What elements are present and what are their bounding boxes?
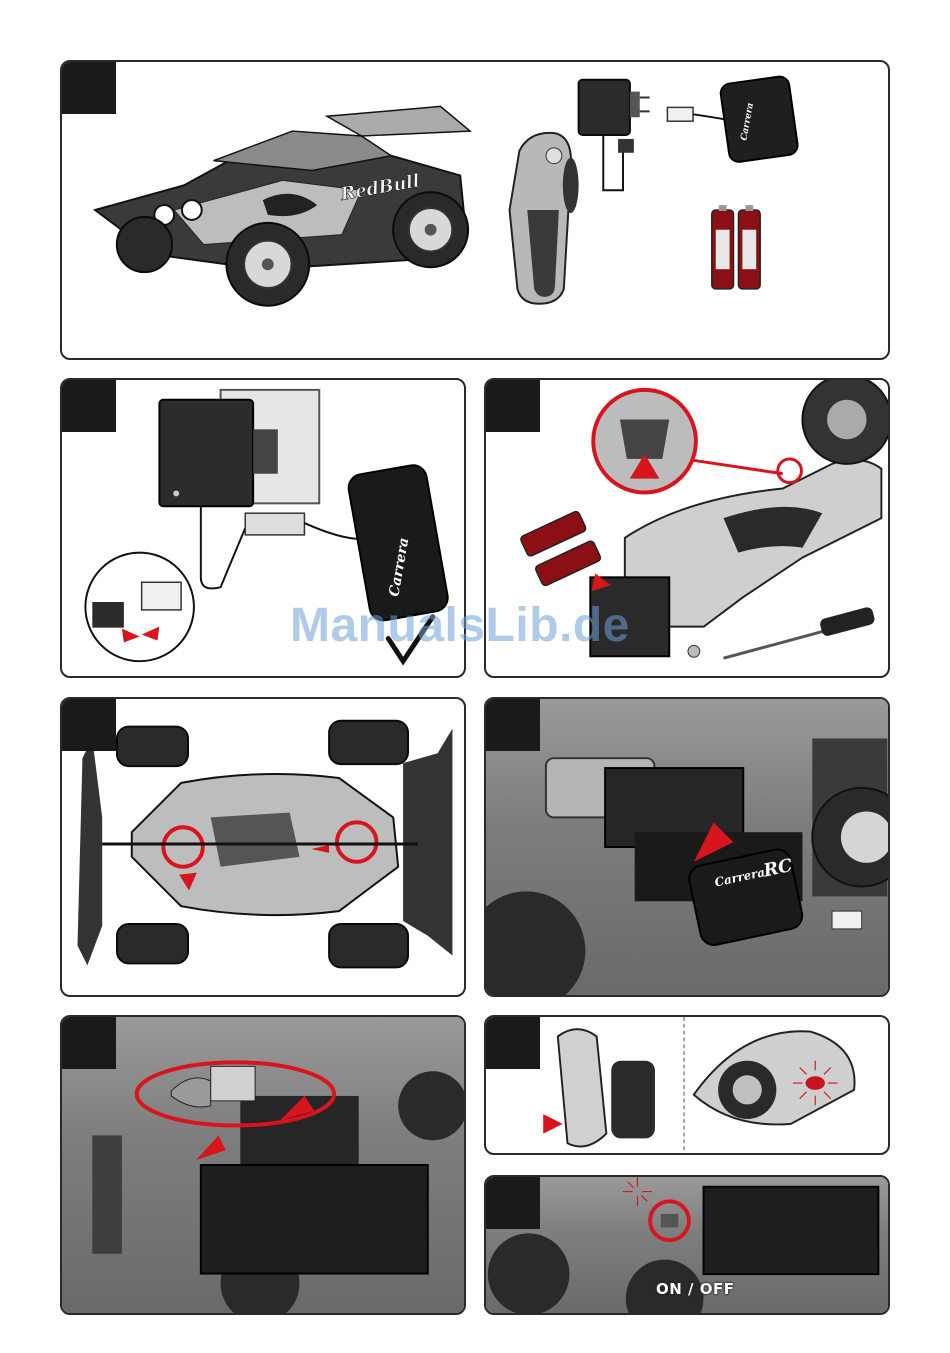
car-top-illustration [62, 699, 464, 995]
screwdriver-image [724, 632, 823, 659]
battery-pack-image: Carrera [667, 75, 798, 163]
led-glow-icon [806, 1076, 825, 1090]
charger-plug-image [245, 513, 304, 535]
step-number-tab [484, 378, 540, 432]
contents-illustration: RedBull [62, 62, 888, 358]
panel-step-1-contents: RedBull [60, 60, 890, 360]
panel-step-5-insert-battery: Carrera RC [484, 697, 890, 997]
aa-batteries-image [712, 205, 760, 289]
step-number-tab [60, 60, 116, 114]
step-number-tab [484, 1015, 540, 1069]
remote-front-image [694, 1031, 855, 1124]
led-rays-icon [623, 1177, 652, 1206]
step-number-tab [484, 697, 540, 751]
charger-image [579, 80, 650, 191]
watermark-text: ManualsLib.de [290, 598, 630, 653]
arrow-right-icon [543, 1114, 562, 1133]
step-number-tab [484, 1175, 540, 1229]
step-number-tab [60, 697, 116, 751]
remote-side-image [558, 1029, 607, 1146]
on-off-label: ON / OFF [656, 1280, 734, 1298]
step-number-tab [60, 378, 116, 432]
remote-controller-image [510, 133, 579, 304]
rc-buggy-image: RedBull [95, 106, 470, 305]
panel-step-7-remote-on [484, 1015, 890, 1155]
arrow-left-icon [196, 1135, 226, 1160]
wall-charger-image [159, 400, 253, 507]
panel-step-4-car-top [60, 697, 466, 997]
panel-step-6-connect [60, 1015, 466, 1315]
step-number-tab [60, 1015, 116, 1069]
